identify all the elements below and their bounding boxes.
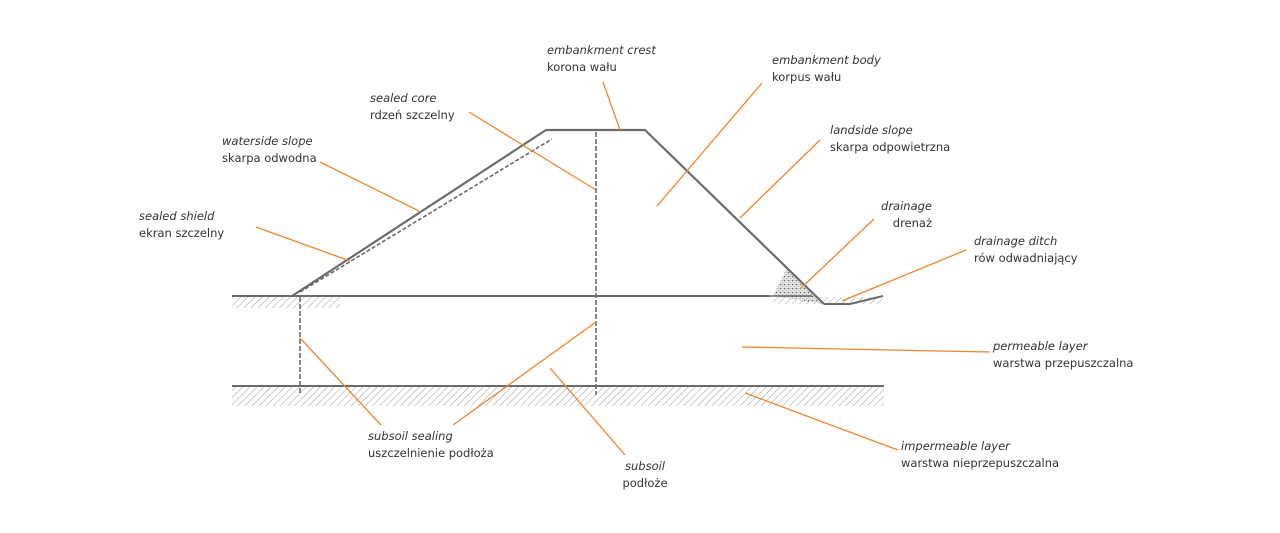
label-subsoil-pl: podłoże: [622, 476, 668, 490]
embankment-outline: [291, 128, 825, 305]
label-permeable-layer: permeable layer warstwa przepuszczalna: [993, 338, 1133, 372]
label-embankment-body-en: embankment body: [772, 53, 881, 67]
leader-subsoil-sealing-b: [452, 321, 597, 426]
label-embankment-crest-en: embankment crest: [547, 43, 656, 57]
label-subsoil-sealing: subsoil sealing uszczelnienie podłoża: [368, 428, 494, 462]
leader-drainage-ditch: [841, 249, 967, 302]
label-permeable-layer-pl: warstwa przepuszczalna: [993, 356, 1134, 370]
drainage-ditch: [824, 295, 884, 305]
leader-subsoil-sealing-a: [299, 337, 382, 426]
sealed-shield-line: [299, 138, 553, 293]
leader-impermeable-layer: [744, 392, 899, 451]
label-embankment-crest: embankment crest korona wału: [547, 42, 656, 76]
label-subsoil: subsoil podłoże: [620, 458, 670, 492]
label-embankment-body-pl: korpus wału: [772, 70, 842, 84]
label-sealed-shield-pl: ekran szczelny: [139, 226, 225, 240]
leader-sealed-shield: [255, 226, 351, 262]
leader-embankment-body: [656, 82, 763, 207]
label-subsoil-en: subsoil: [625, 459, 665, 473]
label-sealed-shield: sealed shield ekran szczelny: [139, 208, 224, 242]
label-sealed-core-en: sealed core: [370, 91, 437, 105]
label-impermeable-layer-pl: warstwa nieprzepuszczalna: [901, 456, 1060, 470]
label-drainage-pl: drenaż: [892, 216, 932, 230]
label-waterside-slope: waterside slope skarpa odwodna: [222, 133, 317, 167]
ground-hatch-right: [773, 297, 883, 304]
label-landside-slope-en: landside slope: [830, 123, 913, 137]
label-sealed-core-pl: rdzeń szczelny: [370, 108, 455, 122]
label-drainage-ditch-en: drainage ditch: [974, 234, 1058, 248]
label-drainage-ditch-pl: rów odwadniający: [974, 251, 1078, 265]
label-embankment-crest-pl: korona wału: [547, 60, 617, 74]
label-subsoil-sealing-pl: uszczelnienie podłoża: [368, 446, 494, 460]
label-subsoil-sealing-en: subsoil sealing: [368, 429, 453, 443]
label-landside-slope: landside slope skarpa odpowietrzna: [830, 122, 950, 156]
label-waterside-slope-pl: skarpa odwodna: [222, 151, 317, 165]
leader-landside-slope: [739, 139, 821, 219]
leader-sealed-core: [468, 111, 597, 191]
label-landside-slope-pl: skarpa odpowietrzna: [830, 140, 951, 154]
leader-waterside-slope: [319, 161, 420, 212]
leader-embankment-crest: [602, 81, 621, 131]
label-drainage-ditch: drainage ditch rów odwadniający: [974, 233, 1078, 267]
leader-subsoil: [549, 367, 626, 456]
label-embankment-body: embankment body korpus wału: [772, 52, 881, 86]
label-waterside-slope-en: waterside slope: [222, 134, 313, 148]
leader-permeable-layer: [741, 346, 991, 353]
label-impermeable-layer-en: impermeable layer: [901, 439, 1010, 453]
label-sealed-shield-en: sealed shield: [139, 209, 215, 223]
ground-hatch-left: [232, 297, 340, 308]
label-impermeable-layer: impermeable layer warstwa nieprzepuszcza…: [901, 438, 1059, 472]
label-drainage: drainage drenaż: [870, 198, 932, 232]
impermeable-layer-hatch: [232, 387, 884, 406]
label-drainage-en: drainage: [881, 199, 932, 213]
label-sealed-core: sealed core rdzeń szczelny: [370, 90, 455, 124]
leader-drainage: [799, 218, 875, 290]
drainage-gravel: [773, 268, 824, 304]
label-permeable-layer-en: permeable layer: [993, 339, 1088, 353]
